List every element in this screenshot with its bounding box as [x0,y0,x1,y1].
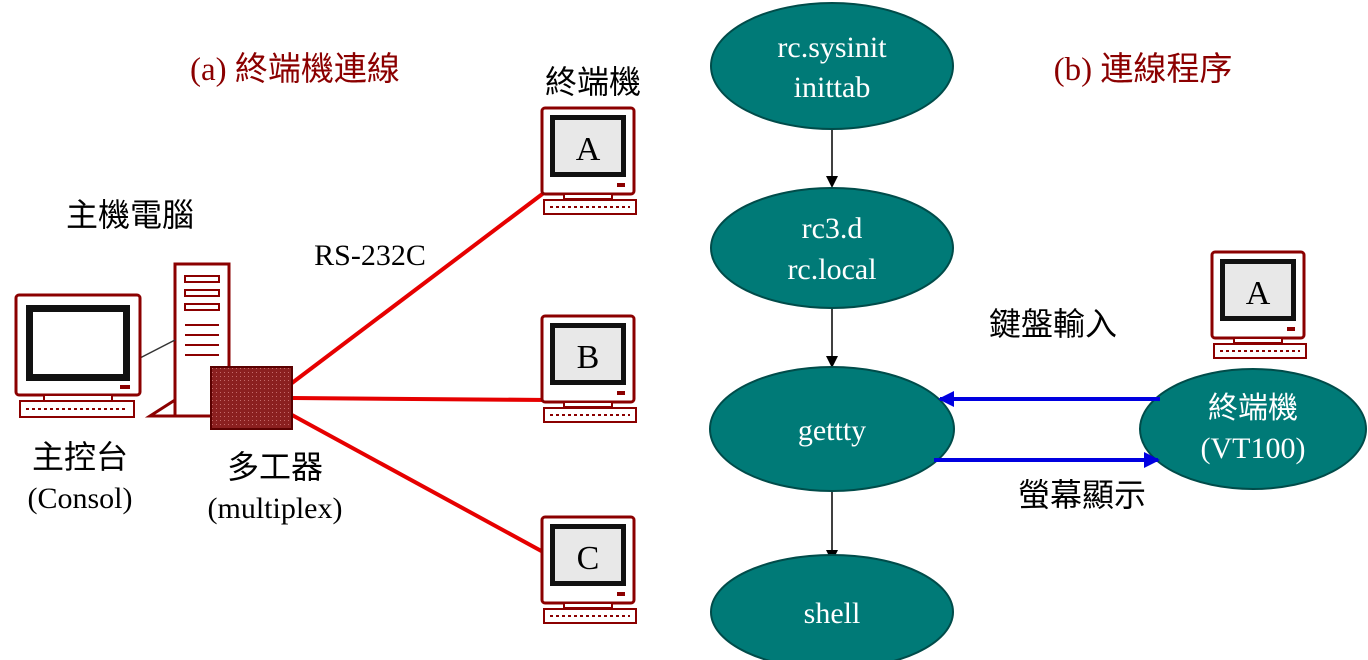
panel-a: (a) 終端機連線 終端機 主機電腦 RS-232C [14,51,641,625]
console-computer-icon [14,293,142,418]
node-shell: shell [710,554,954,660]
cable-to-terminal-b [291,396,549,402]
terminal-a-icon: A [540,106,638,216]
terminal-a-letter: A [576,131,601,168]
node-rc-sysinit-line1: rc.sysinit [777,31,887,64]
mux-label-2: (multiplex) [208,492,343,525]
terminal-a-letter-b: A [1246,275,1271,312]
host-label: 主機電腦 [66,197,194,233]
node-gettty: gettty [709,366,955,492]
node-rc3d: rc3.d rc.local [710,187,954,309]
terminal-c-icon: C [540,515,638,625]
cable-to-terminal-a [290,190,547,385]
screen-display-label: 螢幕顯示 [1018,477,1146,513]
node-rc-sysinit: rc.sysinit inittab [710,2,954,130]
terminal-b-letter: B [577,339,600,376]
node-rc3d-line2: rc.local [787,253,876,286]
rs232-cables [290,190,549,555]
panel-b: (b) 連線程序 rc.sysinit inittab rc3.d rc.loc… [709,2,1367,660]
node-terminal-line1: 終端機 [1208,392,1298,425]
console-label-2: (Consol) [28,482,133,515]
terminals-label: 終端機 [545,64,641,100]
multiplexer-icon [210,366,293,430]
terminal-a-icon-b: A [1210,250,1308,360]
cable-to-terminal-c [291,413,546,555]
node-shell-label: shell [804,597,861,630]
panel-a-title: (a) 終端機連線 [190,51,400,88]
node-terminal-vt100: 終端機 (VT100) [1139,368,1367,490]
console-link [139,339,176,359]
terminal-b-icon: B [540,314,638,424]
mux-label-1: 多工器 [227,449,323,485]
console-label-1: 主控台 [32,439,128,475]
terminal-c-letter: C [577,540,600,577]
node-rc-sysinit-line2: inittab [794,71,871,104]
keyboard-input-label: 鍵盤輸入 [989,306,1117,342]
panel-b-title: (b) 連線程序 [1054,51,1233,88]
node-gettty-label: gettty [798,414,866,447]
cable-label: RS-232C [314,239,426,272]
node-rc3d-line1: rc3.d [802,212,863,245]
host-tower-icon [144,262,231,418]
node-terminal-line2: (VT100) [1201,432,1306,465]
